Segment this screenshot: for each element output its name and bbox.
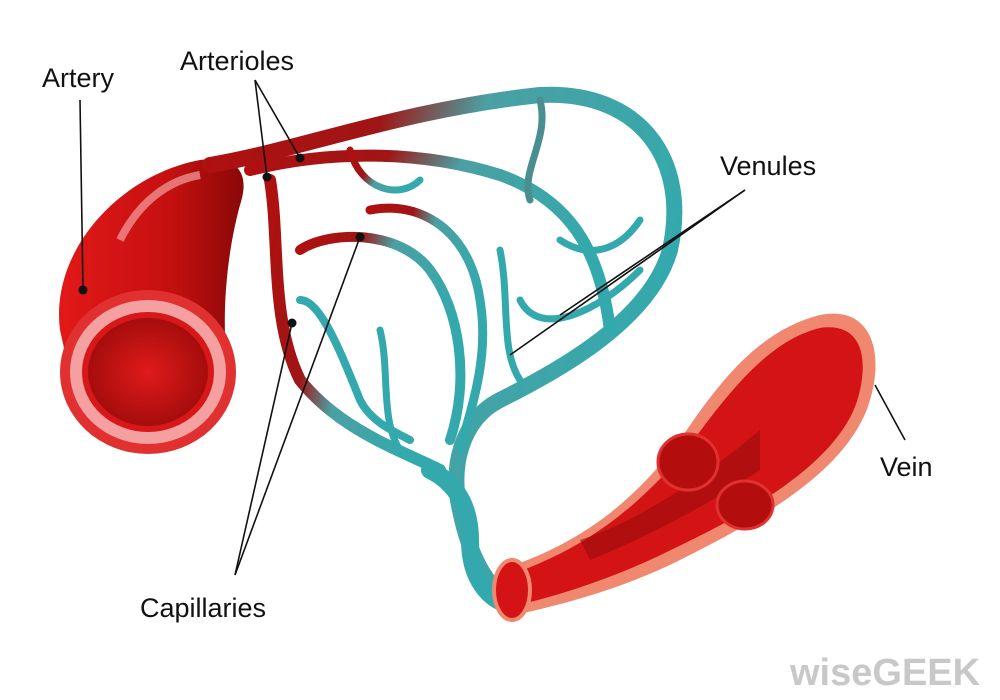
artery <box>59 159 244 454</box>
label-vein: Vein <box>880 452 933 482</box>
vein <box>492 313 876 622</box>
watermark-logo: wiseGEEK <box>789 652 981 694</box>
label-arterioles: Arterioles <box>180 46 294 76</box>
label-venules: Venules <box>720 151 816 181</box>
label-capillaries: Capillaries <box>140 593 266 623</box>
capillary-network <box>202 86 683 614</box>
leader-lines <box>78 79 906 576</box>
label-artery: Artery <box>42 63 115 93</box>
